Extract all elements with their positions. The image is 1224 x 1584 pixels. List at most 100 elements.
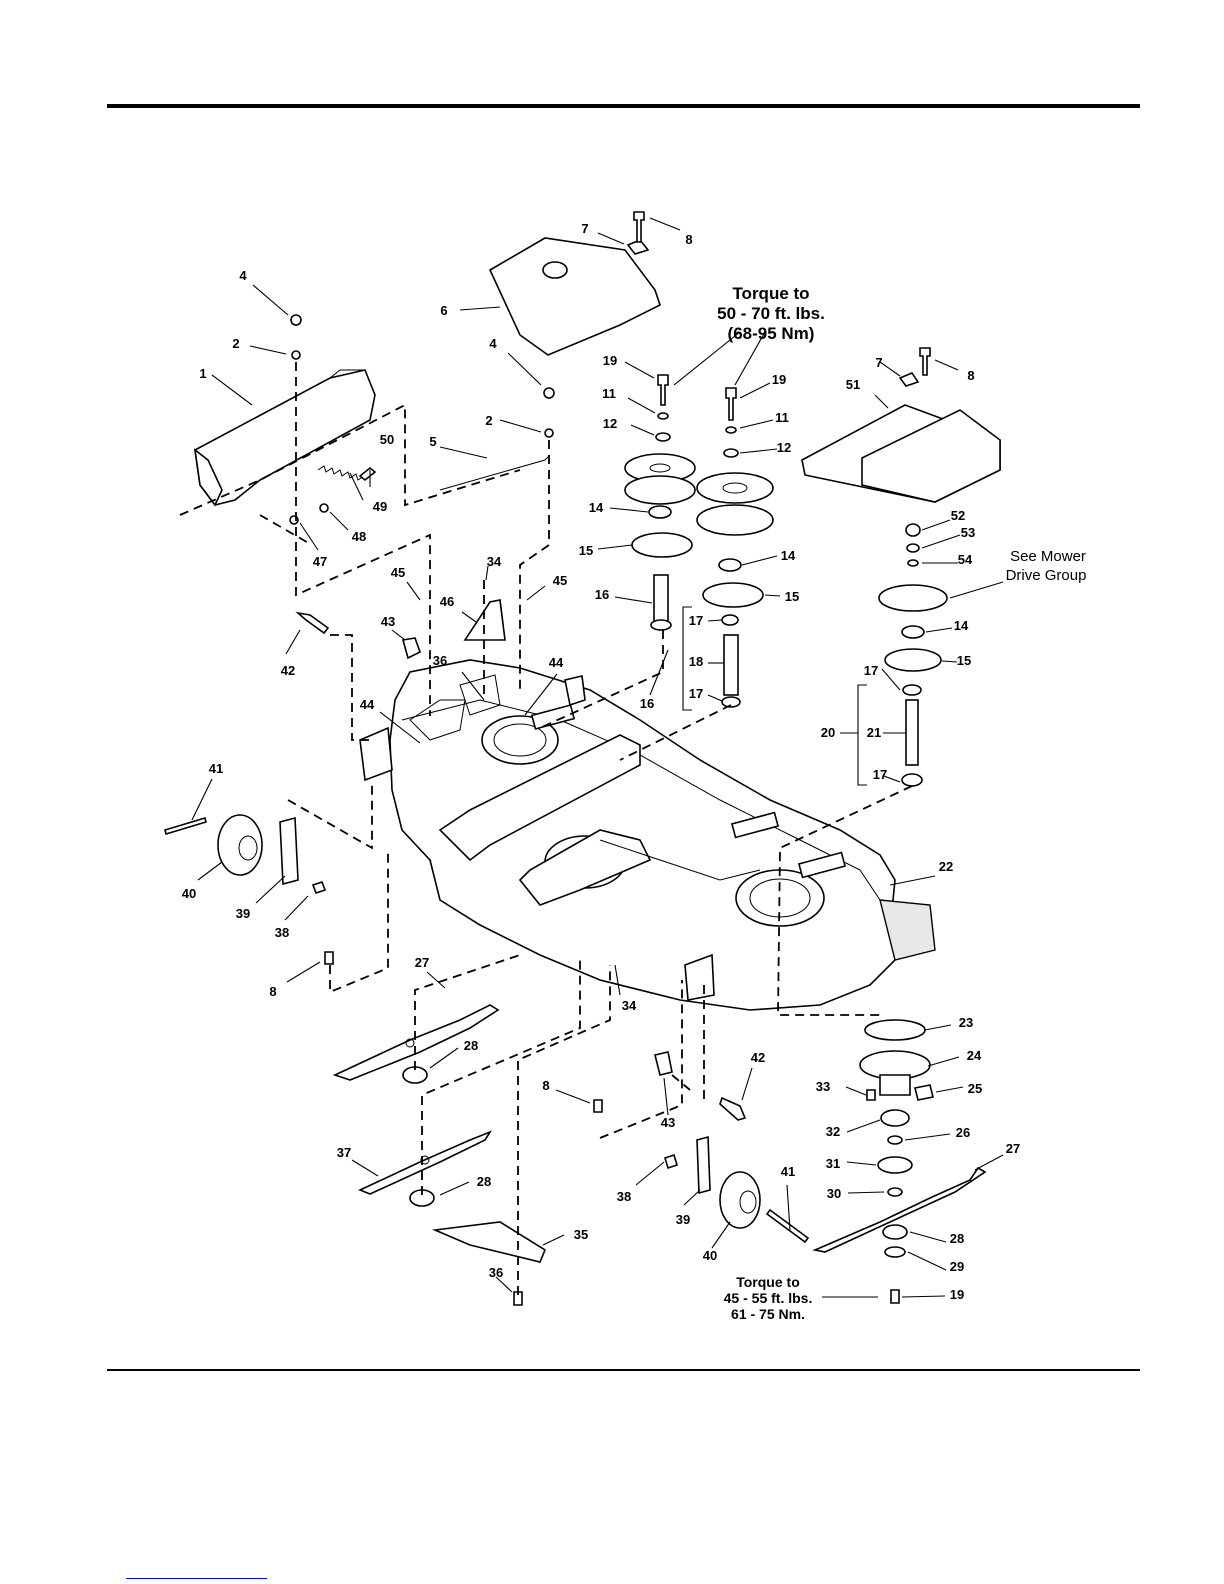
callout: 42 [751, 1050, 765, 1065]
callout: 12 [603, 416, 617, 431]
center-spindle-stack [696, 387, 774, 708]
callout: 43 [381, 614, 395, 629]
callout: 39 [236, 906, 250, 921]
callout: 44 [360, 697, 375, 712]
torque-note-top-line2: 50 - 70 ft. lbs. [717, 304, 825, 323]
clip-7-top [626, 239, 650, 255]
callout: 28 [477, 1174, 491, 1189]
callout: 17 [873, 767, 887, 782]
callout: 19 [772, 372, 786, 387]
callout: 51 [846, 377, 860, 392]
callout: 35 [574, 1227, 588, 1242]
bolt-8-right [919, 347, 931, 376]
callout: 32 [826, 1124, 840, 1139]
callout: 43 [661, 1115, 675, 1130]
callout: 4 [489, 336, 497, 351]
callout: 8 [269, 984, 276, 999]
callout: 23 [959, 1015, 973, 1030]
baffle-46 [463, 599, 506, 641]
torque-note-top-line1: Torque to [732, 284, 809, 303]
callout: 14 [781, 548, 796, 563]
callout: 5 [429, 434, 436, 449]
right-gauge-wheel-assembly [664, 1135, 810, 1244]
callout: 12 [777, 440, 791, 455]
torque-note-top-line3: (68-95 Nm) [728, 324, 815, 343]
clip-7-right [898, 372, 920, 387]
callout: 36 [489, 1265, 503, 1280]
callout: 15 [957, 653, 971, 668]
callout: 49 [373, 499, 387, 514]
callout: 42 [281, 663, 295, 678]
callout: 41 [209, 761, 223, 776]
callout: 21 [867, 725, 881, 740]
callout: 7 [581, 221, 588, 236]
callout: 46 [440, 594, 454, 609]
bolt-8-left [324, 951, 334, 965]
callout: 15 [579, 543, 593, 558]
callout: 8 [685, 232, 692, 247]
left-belt-cover [193, 369, 376, 507]
blade-27-left [332, 1004, 500, 1081]
callout: 2 [485, 413, 492, 428]
callout: 15 [785, 589, 799, 604]
left-gauge-wheel-assembly [164, 814, 327, 895]
bracket-16 [682, 606, 692, 711]
washer-2-left [291, 350, 301, 360]
assembly-lines [179, 362, 913, 1295]
lower-spindle-assembly [859, 1019, 934, 1304]
callout: 16 [595, 587, 609, 602]
washer-48 [319, 503, 329, 513]
bolt-42-left [295, 611, 330, 635]
callout: 27 [415, 955, 429, 970]
leader-lines [191, 217, 1004, 1298]
callout: 47 [313, 554, 327, 569]
callout: 53 [961, 525, 975, 540]
bolt-42-right [719, 1096, 747, 1121]
callout: 25 [968, 1081, 982, 1096]
callout: 4 [239, 268, 247, 283]
mower-deck-housing [359, 659, 936, 1011]
callout: 11 [775, 410, 789, 425]
idler-spring-49 [317, 465, 365, 481]
callout: 26 [956, 1125, 970, 1140]
callout: 6 [440, 303, 447, 318]
footer-rule [107, 1369, 1140, 1371]
right-belt-cover-51 [801, 404, 1001, 503]
callout: 41 [781, 1164, 795, 1179]
bolt-36-bottom [513, 1291, 523, 1306]
callout: 8 [542, 1078, 549, 1093]
left-spindle-stack [624, 374, 696, 631]
callout-labels: 1 2 4 47 48 49 50 2 4 5 6 7 8 19 11 12 1… [182, 221, 1020, 1302]
callout: 38 [617, 1189, 631, 1204]
see-drive-group-line2: Drive Group [1006, 567, 1087, 584]
washer-2-right [544, 428, 554, 438]
callout: 22 [939, 859, 953, 874]
callout: 14 [954, 618, 969, 633]
lever-43-left [401, 637, 421, 660]
callout: 18 [689, 654, 703, 669]
see-drive-group-line1: See Mower [1010, 548, 1086, 565]
callout: 31 [826, 1156, 840, 1171]
bolt-8-top [633, 211, 645, 243]
callout: 34 [622, 998, 637, 1013]
torque-note-bottom-line2: 45 - 55 ft. lbs. [724, 1290, 813, 1306]
callout: 30 [827, 1186, 841, 1201]
callout: 28 [464, 1038, 478, 1053]
callout: 40 [182, 886, 196, 901]
header-rule [107, 104, 1140, 108]
callout: 16 [640, 696, 654, 711]
callout: 1 [199, 366, 206, 381]
callout: 40 [703, 1248, 717, 1263]
callout: 14 [589, 500, 604, 515]
callout: 17 [864, 663, 878, 678]
callout: 19 [603, 353, 617, 368]
bracket-20 [857, 684, 867, 786]
callout: 7 [875, 355, 882, 370]
callout: 45 [553, 573, 567, 588]
callout: 34 [487, 554, 502, 569]
top-shield-6 [488, 237, 661, 356]
callout: 29 [950, 1259, 964, 1274]
baffle-35 [431, 1221, 546, 1263]
callout: 33 [816, 1079, 830, 1094]
